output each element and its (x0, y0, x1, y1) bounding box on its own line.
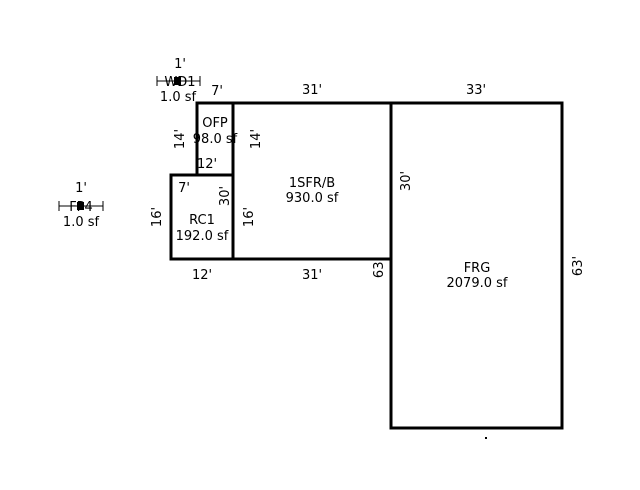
frg-size: 2079.0 sf (447, 276, 508, 291)
frg-dim-left: 63' (372, 258, 387, 278)
sfr-dim-bottom: 31' (302, 268, 322, 283)
ofp-dim-bottom: 12' (197, 157, 217, 172)
wd1-size: 1.0 sf (160, 90, 197, 105)
sfr-dim-top: 31' (302, 83, 322, 98)
rc1-dim-bottom: 12' (192, 268, 212, 283)
rc1-dim-left: 16' (150, 207, 165, 227)
rc1-label: RC1 (189, 213, 215, 228)
fp4-size: 1.0 sf (63, 215, 100, 230)
fp4-item[interactable]: 1' FP4 1.0 sf (58, 181, 104, 230)
fp4-label: FP4 (69, 200, 93, 215)
wd1-label: WD1 (164, 75, 195, 90)
frg-label: FRG (464, 261, 491, 276)
rc1-dim-right: 16' (242, 207, 257, 227)
wd1-item[interactable]: 1' WD1 1.0 sf (156, 57, 201, 105)
sfr-label: 1SFR/B (289, 176, 335, 191)
rc1-size: 192.0 sf (176, 229, 229, 244)
ofp-size: 98.0 sf (193, 132, 238, 147)
ofp-label: OFP (202, 116, 228, 131)
fp4-dim-top: 1' (75, 181, 87, 196)
sfr-size: 930.0 sf (286, 191, 339, 206)
wd1-dim-top: 1' (174, 57, 186, 72)
ofp-dim-right: 14' (249, 129, 264, 149)
rc1-area[interactable] (169, 173, 235, 261)
sfr-dim-right: 30' (399, 171, 414, 191)
rc1-dim-top: 7' (178, 181, 190, 196)
frg-area[interactable] (389, 101, 564, 430)
inner-dim: 30' (218, 186, 233, 206)
frg-dim-top: 33' (466, 83, 486, 98)
ofp-dim-top: 7' (211, 84, 223, 99)
ofp-dim-left: 14' (173, 129, 188, 149)
wd1-marker-icon (174, 77, 181, 85)
marker-dot (485, 437, 487, 439)
fp4-marker-icon (77, 202, 84, 210)
frg-dim-right: 63' (571, 256, 586, 276)
